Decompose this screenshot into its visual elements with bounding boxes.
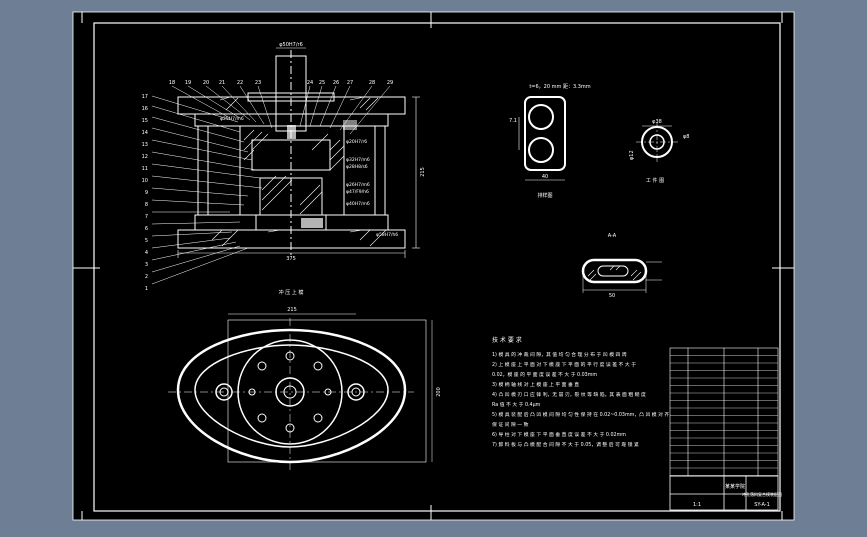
part-caption: 工 件 图 (646, 177, 664, 184)
callout-number: 24 (307, 80, 313, 86)
shank-dimension: φ50H7/r6 (279, 42, 303, 48)
left-leaders (151, 95, 263, 285)
fit-label: φ40H7/m6 (346, 201, 370, 207)
width-dimension: 375 (286, 256, 296, 262)
fit-label: φ47/F9/h6 (346, 189, 369, 195)
tech-note-line: 保 证 间 隙 一 致 (492, 421, 529, 428)
fit-label: φ20H7/r6 (346, 139, 367, 145)
plan-centerlines (168, 318, 414, 470)
plan-dimensions (228, 313, 433, 462)
front-section-view (177, 50, 406, 258)
tech-note-line: 6) 导 柱 对 下 模 座 下 平 面 垂 直 度 误 差 不 大 于 0.0… (492, 431, 626, 438)
callout-number: 4 (145, 250, 148, 256)
callout-number: 15 (142, 118, 148, 124)
fit-label: φ58H7/h6 (376, 232, 398, 238)
title-block-scale: 1:1 (693, 502, 701, 508)
section-title: 冲 压 上 模 (279, 289, 304, 296)
fit-label: φ32H7/m6 (346, 157, 370, 163)
tech-note-line: 0.02，模 座 的 平 面 度 误 差 不 大 于 0.03mm (492, 371, 597, 378)
strip-dim-width: 40 (542, 174, 548, 180)
title-block (669, 475, 779, 511)
callout-number: 28 (369, 80, 375, 86)
plan-height-dim: 200 (436, 387, 442, 397)
callout-number: 6 (145, 226, 148, 232)
callout-number: 29 (387, 80, 393, 86)
callout-number: 1 (145, 286, 148, 292)
tech-note-line: 3) 模 柄 轴 线 对 上 模 座 上 平 面 垂 直 (492, 381, 579, 388)
callout-number: 2 (145, 274, 148, 280)
parts-list-rows (670, 355, 778, 476)
callout-number: 18 (169, 80, 175, 86)
part-dim-outer: φ38 (652, 119, 662, 125)
tech-note-line: 7) 卸 料 板 与 凸 模 配 合 间 隙 不 大 于 0.05，调 整 后 … (492, 441, 639, 448)
callout-number: 17 (142, 94, 148, 100)
callout-number: 3 (145, 262, 148, 268)
aa-label: A-A (608, 233, 617, 239)
tech-note-line: 4) 凸 凹 模 刃 口 应 锋 利，无 崩 刃，裂 纹 等 缺 陷，其 表 面… (492, 391, 646, 398)
plan-width-dim: 215 (287, 307, 297, 313)
callout-number: 25 (319, 80, 325, 86)
inner-border (93, 22, 781, 512)
centering-marks (73, 12, 794, 520)
callout-number: 21 (219, 80, 225, 86)
tech-note-line: 5) 模 具 装 配 后 凸 凹 模 间 隙 均 匀 性 保 持 在 0.02~… (492, 411, 669, 418)
callout-number: 27 (347, 80, 353, 86)
part-dim-mid: φ12 (629, 150, 635, 160)
top-callout-numbers: 18 19 20 21 22 23 24 25 26 27 28 29 (169, 80, 393, 86)
callout-number: 26 (333, 80, 339, 86)
callout-number: 11 (142, 166, 148, 172)
tech-note-line: Ra 值 不 大 于 0.4μm (492, 401, 541, 408)
callout-number: 9 (145, 190, 148, 196)
front-dimensions (177, 47, 420, 258)
strip-layout (518, 96, 566, 181)
aa-section (581, 258, 662, 293)
title-block-code: SY-A-1 (754, 502, 770, 508)
part-drawing (636, 122, 678, 162)
title-block-name: 冲孔落料复合模装配图 (742, 491, 782, 497)
callout-number: 14 (142, 130, 148, 136)
callout-number: 13 (142, 142, 148, 148)
section-solid-fills (287, 120, 357, 228)
tech-note-line: 2) 上 模 座 上 平 面 对 下 模 座 下 平 面 的 平 行 度 误 差… (492, 361, 636, 368)
top-leaders (171, 85, 391, 135)
strip-note: t=6，20 mm 距：3.3mm (529, 84, 590, 90)
callout-number: 5 (145, 238, 148, 244)
tech-title: 技 术 要 求 (492, 336, 522, 344)
tech-note-line: 1) 模 具 的 冲 裁 间 隙，其 值 均 匀 合 理 分 布 于 凹 模 四… (492, 351, 627, 358)
tech-notes: 1) 模 具 的 冲 裁 间 隙，其 值 均 匀 合 理 分 布 于 凹 模 四… (492, 351, 669, 448)
aa-dimension: 50 (609, 293, 615, 299)
fit-label: φ26H7/m6 (346, 182, 370, 188)
callout-number: 8 (145, 202, 148, 208)
callout-number: 16 (142, 106, 148, 112)
strip-caption: 排样图 (537, 192, 552, 199)
height-dimension: 215 (420, 167, 426, 177)
callout-number: 22 (237, 80, 243, 86)
callout-number: 23 (255, 80, 261, 86)
fit-label: φ28H8/s6 (346, 164, 368, 170)
left-callout-numbers: 17 16 15 14 13 12 11 10 9 8 7 6 5 4 3 2 1 (142, 94, 148, 292)
outer-border (72, 11, 795, 521)
callout-number: 10 (142, 178, 148, 184)
strip-dim-pitch: 7.1 (509, 118, 517, 124)
callout-number: 20 (203, 80, 209, 86)
callout-number: 7 (145, 214, 148, 220)
callout-number: 19 (185, 80, 191, 86)
fit-label: φ25H7/m6 (220, 116, 244, 122)
aa-hatch (587, 265, 642, 281)
part-dim-hole: φ8 (683, 134, 689, 140)
callout-number: 12 (142, 154, 148, 160)
title-block-school: 某某学院 (725, 483, 745, 490)
drawing-sheet (73, 12, 794, 520)
